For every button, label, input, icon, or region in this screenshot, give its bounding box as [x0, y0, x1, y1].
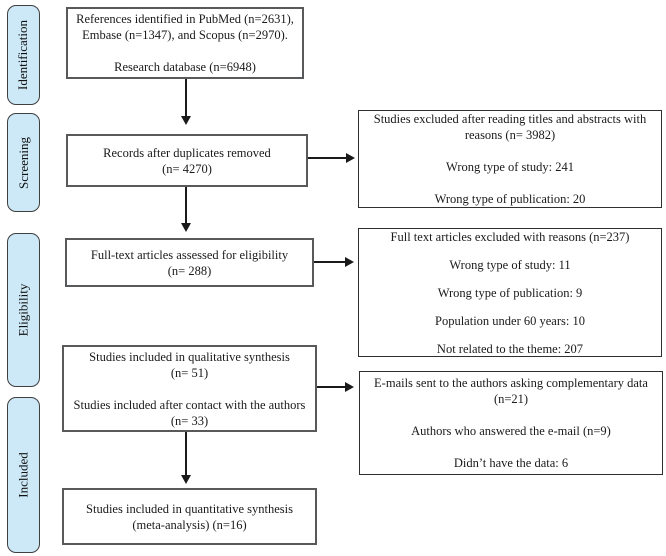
arrow-fulltext-to-excluded-fulltext [314, 261, 346, 263]
text-line: Research database (n=6948) [114, 60, 256, 74]
stage-eligibility: Eligibility [7, 233, 40, 387]
stage-identification: Identification [7, 5, 40, 105]
stage-eligibility-label: Eligibility [15, 283, 31, 337]
box-excluded-fulltext: Full text articles excluded with reasons… [358, 228, 662, 357]
text-line: Population under 60 years: 10 [435, 313, 585, 328]
text-line: Embase (n=1347), and Scopus (n=2970). [82, 28, 288, 42]
text-line: Studies included in qualitative synthesi… [89, 349, 290, 364]
stage-included-label: Included [15, 452, 31, 498]
text-line: Wrong type of publication: 9 [437, 285, 583, 300]
arrowhead-right-icon [345, 382, 354, 392]
text-line: Studies included after contact with the … [73, 397, 306, 412]
box-excluded-titles-abstracts: Studies excluded after reading titles an… [358, 110, 662, 208]
text-line: (n=21) [493, 392, 529, 406]
box-qualitative-synthesis: Studies included in qualitative synthesi… [62, 345, 317, 432]
arrowhead-right-icon [345, 257, 354, 267]
text-line [363, 439, 659, 455]
text-line: (meta-analysis) (n=16) [132, 517, 247, 532]
arrowhead-right-icon [346, 153, 355, 163]
text-line [362, 244, 658, 258]
box-emails-authors: E-mails sent to the authors asking compl… [359, 371, 663, 475]
text-line: Didn’t have the data: 6 [453, 456, 569, 470]
box-references-identified: References identified in PubMed (n=2631)… [66, 7, 304, 79]
text-line: (n= 51) [170, 365, 209, 380]
text-line [362, 328, 658, 342]
box-quantitative-synthesis: Studies included in quantitative synthes… [62, 488, 317, 545]
arrow-qualitative-to-emails [317, 386, 346, 388]
text-line: Studies included in quantitative synthes… [86, 501, 293, 516]
text-line: (n= 288) [167, 263, 212, 278]
text-line: Wrong type of study: 241 [446, 160, 574, 174]
text-line: Authors who answered the e-mail (n=9) [411, 424, 611, 438]
text-line [362, 175, 658, 191]
text-line [362, 300, 658, 314]
box-fulltext-assessed: Full-text articles assessed for eligibil… [65, 238, 314, 287]
arrow-references-to-duplicates [185, 79, 187, 117]
text-line: Not related to the theme: 207 [436, 341, 584, 356]
arrowhead-down-icon [181, 475, 191, 484]
arrowhead-down-icon [181, 116, 191, 125]
text-line [363, 407, 659, 423]
text-line: (n= 4270) [162, 161, 212, 176]
stage-identification-label: Identification [15, 19, 31, 91]
stage-screening: Screening [7, 113, 40, 212]
text-line: Studies excluded after reading titles an… [373, 112, 647, 126]
text-line: E-mails sent to the authors asking compl… [374, 376, 648, 390]
text-line: References identified in PubMed (n=2631)… [76, 12, 294, 26]
arrowhead-down-icon [181, 223, 191, 232]
arrow-duplicates-to-fulltext [185, 187, 187, 224]
text-line: Full text articles excluded with reasons… [390, 229, 630, 244]
text-line: Wrong type of publication: 20 [434, 192, 586, 206]
arrow-qualitative-to-quantitative [185, 432, 187, 476]
text-line: Full-text articles assessed for eligibil… [90, 247, 289, 262]
text-line [362, 143, 658, 159]
text-line: (n= 33) [170, 413, 209, 428]
stage-screening-label: Screening [15, 136, 31, 189]
box-records-after-duplicates: Records after duplicates removed (n= 427… [66, 134, 308, 187]
text-line: Records after duplicates removed [103, 145, 271, 160]
text-line [362, 272, 658, 286]
text-line [71, 43, 299, 59]
arrow-duplicates-to-excluded-abstracts [308, 157, 347, 159]
text-line [67, 381, 312, 397]
stage-included: Included [7, 397, 40, 553]
text-line: Wrong type of study: 11 [449, 257, 571, 272]
text-line: reasons (n= 3982) [464, 128, 556, 142]
